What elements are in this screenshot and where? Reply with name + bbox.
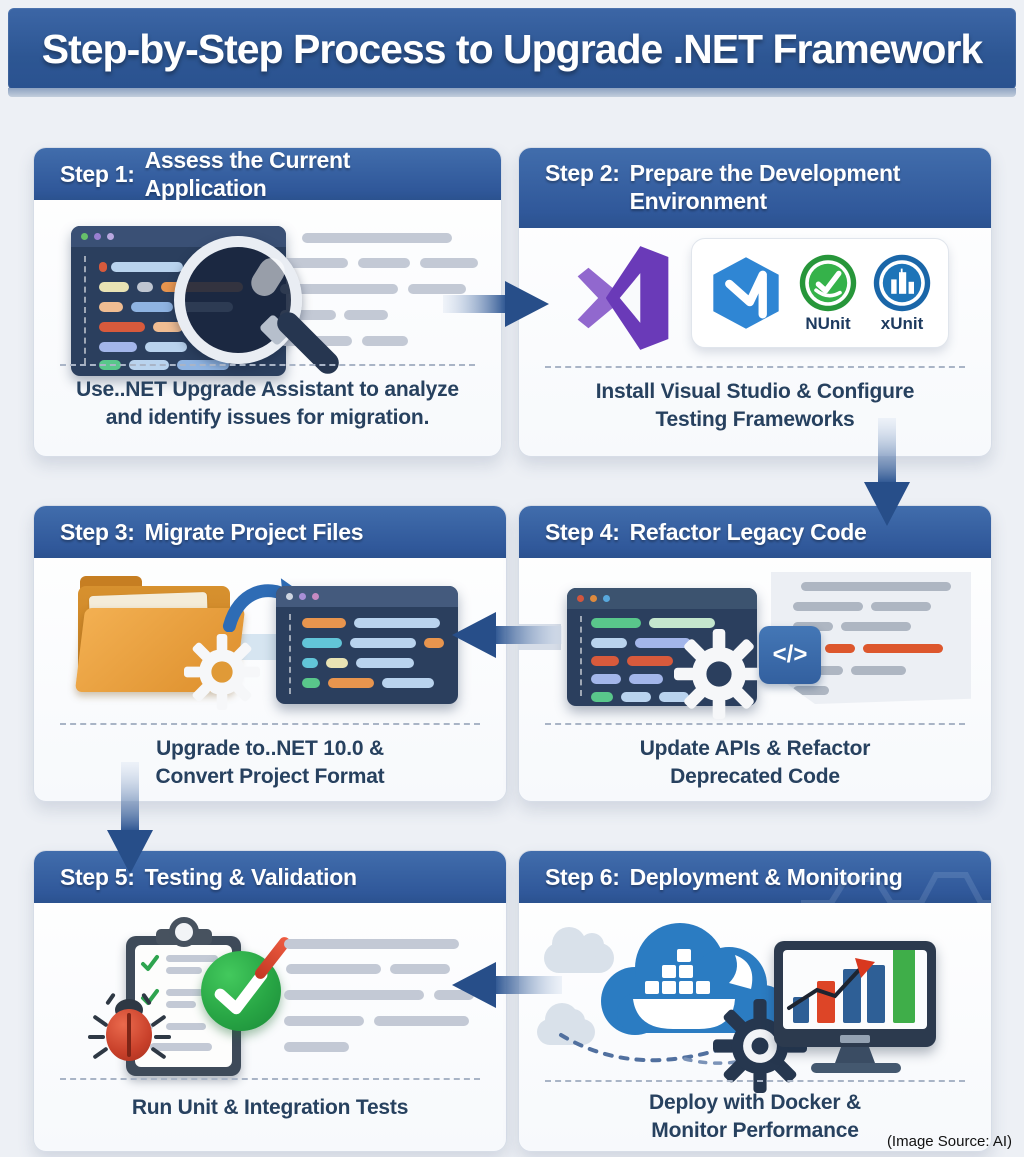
step-3-caption: Upgrade to..NET 10.0 & Convert Project F… bbox=[155, 737, 385, 788]
nunit-label: NUnit bbox=[805, 313, 851, 333]
step-4-header: Step 4: Refactor Legacy Code bbox=[519, 506, 991, 558]
divider bbox=[545, 1080, 965, 1082]
step-6-card: Step 6: Deployment & Monitoring bbox=[518, 850, 992, 1152]
cloud-icon bbox=[544, 927, 614, 973]
divider bbox=[545, 366, 965, 368]
divider bbox=[60, 723, 480, 725]
monitor-icon bbox=[774, 941, 936, 1047]
arrow-left-step4-to-step3 bbox=[452, 612, 562, 658]
step-5-caption: Run Unit & Integration Tests bbox=[131, 1096, 409, 1119]
code-tag-icon: </> bbox=[759, 626, 821, 684]
xunit-icon bbox=[873, 254, 931, 311]
gear-icon bbox=[184, 634, 260, 710]
monitor-base bbox=[811, 1063, 901, 1073]
step-1-title: Assess the Current Application bbox=[144, 148, 351, 200]
step-2-card: Step 2: Prepare the Development Environm… bbox=[518, 147, 992, 457]
magnifier-icon bbox=[174, 236, 302, 364]
arrow-left-step6-to-step5 bbox=[452, 962, 562, 1008]
page-title: Step-by-Step Process to Upgrade .NET Fra… bbox=[41, 25, 984, 72]
step-5-label: Step 5: bbox=[60, 863, 135, 890]
step-5-card: Step 5: Testing & Validation bbox=[33, 850, 507, 1152]
vscode-icon bbox=[713, 257, 779, 329]
step-3-card: Step 3: Migrate Project Files bbox=[33, 505, 507, 802]
step-3-label: Step 3: bbox=[60, 518, 135, 545]
step-3-title: Migrate Project Files bbox=[144, 518, 364, 545]
step-6-header: Step 6: Deployment & Monitoring bbox=[519, 851, 991, 903]
xunit-tool: xUnit bbox=[872, 253, 932, 334]
arrow-down-step3-to-step5 bbox=[107, 762, 153, 874]
step-2-caption: Install Visual Studio & Configure Testin… bbox=[595, 380, 915, 431]
chart-screen bbox=[783, 950, 927, 1029]
step-4-caption: Update APIs & Refactor Deprecated Code bbox=[639, 737, 871, 788]
header-skyline-decoration bbox=[801, 872, 991, 903]
step-6-label: Step 6: bbox=[545, 863, 620, 890]
check-icon bbox=[141, 955, 159, 971]
step-2-label: Step 2: bbox=[545, 160, 620, 186]
step-1-label: Step 1: bbox=[60, 160, 135, 187]
step-5-title: Testing & Validation bbox=[144, 863, 357, 890]
step-6-caption: Deploy with Docker & Monitor Performance bbox=[649, 1091, 861, 1142]
step-3-header: Step 3: Migrate Project Files bbox=[34, 506, 506, 558]
success-checkmark bbox=[214, 969, 268, 1015]
step-1-card: Step 1: Assess the Current Application bbox=[33, 147, 502, 457]
arrow-right-step1-to-step2 bbox=[443, 281, 549, 327]
nunit-icon bbox=[799, 254, 857, 311]
gear-icon bbox=[674, 629, 764, 719]
step-2-header: Step 2: Prepare the Development Environm… bbox=[519, 148, 991, 228]
xunit-label: xUnit bbox=[880, 313, 924, 333]
window-controls-icon bbox=[276, 586, 458, 607]
step-4-title: Refactor Legacy Code bbox=[629, 518, 867, 545]
monitor-stand bbox=[835, 1047, 875, 1063]
step-4-card: Step 4: Refactor Legacy Code bbox=[518, 505, 992, 802]
nunit-tool: NUnit bbox=[798, 253, 858, 334]
monitor-menu-bar bbox=[840, 1035, 870, 1043]
divider bbox=[545, 723, 965, 725]
step-1-caption: Use..NET Upgrade Assistant to analyze an… bbox=[76, 378, 459, 429]
banner-bottom-strip bbox=[8, 88, 1016, 97]
dashed-path-decoration bbox=[559, 1033, 767, 1065]
step-5-header: Step 5: Testing & Validation bbox=[34, 851, 506, 903]
testing-tools-box: NUnit xUnit bbox=[691, 238, 949, 348]
step-2-title: Prepare the Development Environment bbox=[629, 160, 901, 215]
cloud-icon bbox=[537, 1003, 595, 1045]
step-4-label: Step 4: bbox=[545, 518, 620, 545]
trend-arrow-icon bbox=[787, 958, 875, 1010]
image-source-note: (Image Source: AI) bbox=[886, 1133, 1012, 1150]
divider bbox=[60, 364, 475, 366]
code-editor-icon bbox=[276, 586, 458, 704]
arrow-down-step2-to-step4 bbox=[864, 418, 910, 526]
window-controls-icon bbox=[567, 588, 757, 609]
title-banner: Step-by-Step Process to Upgrade .NET Fra… bbox=[8, 8, 1016, 90]
step-6-title: Deployment & Monitoring bbox=[629, 863, 903, 890]
step-1-header: Step 1: Assess the Current Application bbox=[34, 148, 501, 200]
divider bbox=[60, 1078, 480, 1080]
visual-studio-icon bbox=[577, 246, 669, 350]
